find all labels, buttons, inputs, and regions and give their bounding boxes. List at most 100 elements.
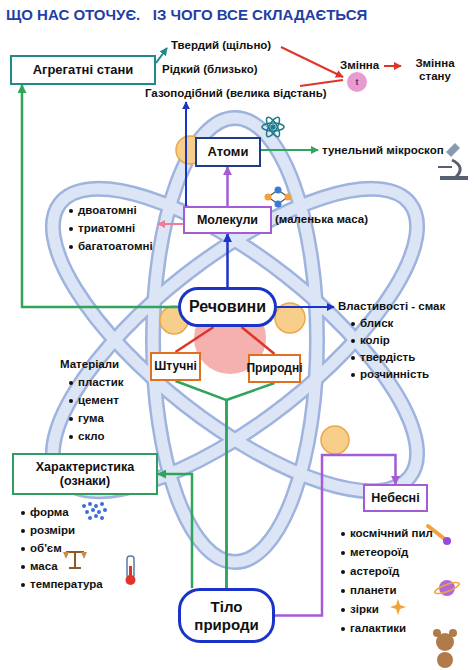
microscope-base bbox=[440, 176, 468, 180]
text-label: гума bbox=[78, 412, 104, 425]
dot bbox=[85, 510, 89, 514]
category-box: Атоми bbox=[195, 137, 261, 167]
dot bbox=[97, 510, 101, 514]
connector bbox=[227, 383, 275, 588]
bullet bbox=[69, 209, 73, 213]
orbit bbox=[153, 118, 317, 562]
microscope-stage bbox=[438, 166, 452, 168]
bullet bbox=[341, 627, 345, 631]
planet-ring bbox=[434, 580, 461, 595]
text-label: Твердий (щільно) bbox=[171, 39, 271, 52]
connector bbox=[242, 327, 275, 354]
atom-icon-core bbox=[271, 125, 275, 129]
diagram-title: ЩО НАС ОТОЧУЄ. ІЗ ЧОГО ВСЕ СКЛАДАЄТЬСЯ bbox=[6, 6, 367, 23]
leader-line bbox=[300, 80, 343, 86]
category-box: Молекули bbox=[183, 206, 272, 234]
scale-pans bbox=[63, 552, 87, 559]
leader-arrow bbox=[384, 65, 401, 67]
text-label: космічний пил bbox=[350, 527, 433, 540]
leader-arrow bbox=[158, 223, 183, 225]
thermometer-icon bbox=[126, 556, 136, 585]
node-text: Характеристика (ознаки) bbox=[17, 460, 153, 489]
leader-arrow bbox=[281, 47, 343, 77]
category-box: Небесні bbox=[363, 484, 428, 512]
connector bbox=[158, 474, 192, 588]
node-text: Штучні bbox=[154, 360, 196, 374]
shape-dots-icon bbox=[82, 502, 107, 520]
bullet bbox=[351, 322, 355, 326]
comet-head bbox=[443, 537, 451, 545]
variable-circle: t bbox=[347, 72, 367, 92]
bullet bbox=[341, 570, 345, 574]
molecule-atom bbox=[285, 194, 292, 201]
text-label: форма bbox=[30, 506, 69, 519]
molecule-atom bbox=[275, 187, 282, 194]
bullet bbox=[341, 608, 345, 612]
node-text: t bbox=[356, 77, 359, 87]
text-label: багатоатомні bbox=[78, 240, 153, 253]
category-box: Штучні bbox=[150, 352, 201, 381]
orbit-inner bbox=[10, 139, 461, 542]
atom-icon-orbit bbox=[262, 123, 284, 131]
bullet bbox=[69, 381, 73, 385]
microscope-tube bbox=[446, 143, 460, 157]
bullet bbox=[21, 583, 25, 587]
node-text: Природні bbox=[246, 362, 302, 376]
bullet bbox=[69, 245, 73, 249]
text-label: триатомні bbox=[78, 222, 135, 235]
bullet bbox=[21, 547, 25, 551]
connector bbox=[22, 85, 178, 307]
electron-group bbox=[160, 136, 349, 454]
text-label: астероїд bbox=[350, 565, 399, 578]
molecule-atom bbox=[265, 194, 272, 201]
dot bbox=[94, 514, 98, 518]
dot bbox=[100, 502, 104, 506]
text-label: Змінна bbox=[340, 59, 379, 72]
text-label: Змінна стану bbox=[404, 57, 466, 83]
bear-head bbox=[436, 633, 454, 651]
bullet bbox=[351, 373, 355, 377]
scale-frame bbox=[66, 552, 84, 568]
text-label: пластик bbox=[78, 376, 124, 389]
microscope-arm bbox=[452, 160, 460, 177]
bullet bbox=[69, 435, 73, 439]
node-text: Атоми bbox=[208, 145, 249, 160]
star-icon bbox=[390, 599, 406, 615]
bullet bbox=[21, 565, 25, 569]
dot bbox=[100, 516, 104, 520]
text-label: Газоподібний (велика відстань) bbox=[145, 87, 327, 100]
bullet bbox=[341, 551, 345, 555]
leader-arrow bbox=[185, 102, 187, 206]
bullet bbox=[21, 529, 25, 533]
atom-icon-orbit bbox=[264, 115, 282, 138]
bear-icon bbox=[433, 629, 457, 668]
connector bbox=[226, 167, 229, 206]
root-node: Тіло природи bbox=[178, 588, 275, 643]
text-label: цемент bbox=[78, 394, 119, 407]
dot bbox=[88, 516, 92, 520]
text-label: об'єм bbox=[30, 542, 62, 555]
text-label: планети bbox=[350, 584, 397, 597]
bullet bbox=[351, 339, 355, 343]
scale-icon bbox=[63, 552, 87, 568]
category-box: Агрегатні стани bbox=[10, 55, 156, 85]
thermometer-tube bbox=[127, 556, 134, 578]
text-label: Властивості - смак bbox=[338, 300, 445, 313]
bullet bbox=[69, 417, 73, 421]
text-label: температура bbox=[30, 578, 103, 591]
text-label: маса bbox=[30, 560, 58, 573]
leader-arrow bbox=[277, 306, 334, 308]
category-box: Природні bbox=[248, 354, 301, 383]
leader-lines bbox=[156, 47, 401, 307]
text-label: двоатомні bbox=[78, 204, 137, 217]
node-text: Агрегатні стани bbox=[33, 63, 134, 78]
node-text: Тіло природи bbox=[184, 598, 269, 633]
bullet bbox=[341, 589, 345, 593]
text-label: блиск bbox=[360, 317, 393, 330]
connector bbox=[176, 381, 227, 588]
orbit-group bbox=[10, 118, 461, 562]
leader-arrow bbox=[156, 48, 167, 63]
orbit-inner bbox=[153, 118, 317, 562]
category-box: Характеристика (ознаки) bbox=[12, 453, 158, 495]
